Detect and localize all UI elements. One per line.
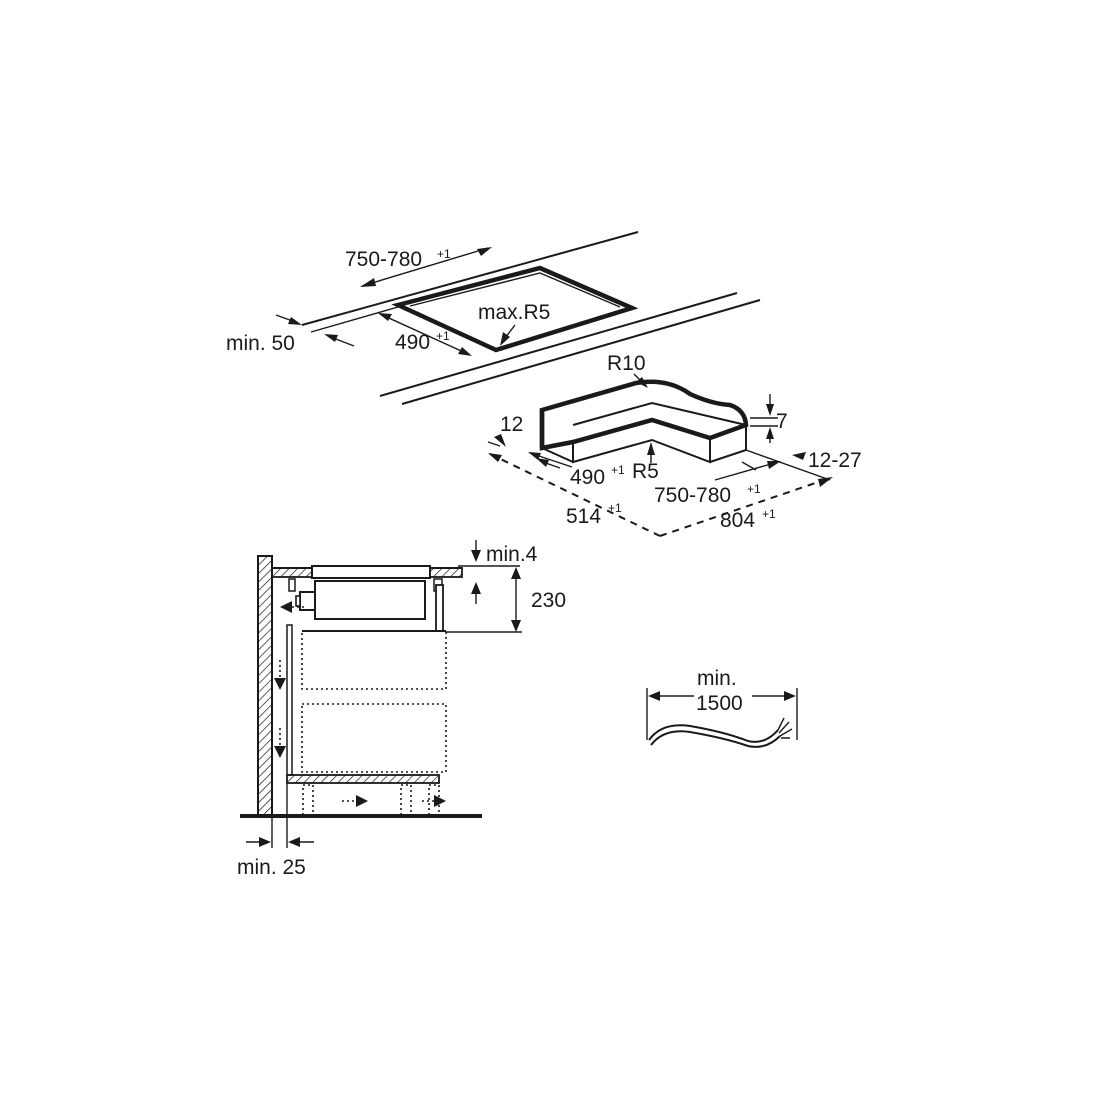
cutout-radius-arrow — [500, 332, 510, 346]
section-view: min.4 230 min. 25 — [237, 540, 566, 879]
frame-edge-arrow-line-1 — [487, 441, 501, 447]
frame-outer-width-arrow — [818, 477, 833, 487]
frame-edge-label: 12 — [500, 413, 523, 436]
gap-arrow-bottom — [471, 582, 481, 594]
frame-width-tolerance: +1 — [747, 482, 761, 496]
frame-width-ext — [741, 461, 757, 471]
edge-min-arrow-2 — [324, 334, 338, 342]
cable-dim-arrow-left — [648, 691, 660, 701]
wall-gap-arrow-left — [259, 837, 271, 847]
frame-outer-width-tolerance: +1 — [762, 507, 776, 521]
frame-outer-depth-label: 514 — [566, 505, 601, 528]
frame-depth-label: 490 — [570, 466, 605, 489]
frame-width-arrow — [767, 461, 781, 469]
gap-label: min.4 — [486, 543, 538, 566]
frame-width-label: 750-780 — [654, 484, 731, 507]
rear-bracket — [288, 578, 296, 592]
frame-inner-edge — [572, 401, 747, 426]
front-panel — [435, 584, 444, 632]
drawer-bottom — [301, 703, 447, 773]
frame-radius-inner-arrow — [647, 442, 655, 455]
cutout-outline — [391, 265, 639, 353]
height-arrow-top — [511, 567, 521, 579]
cutout-width-arrow-left — [360, 278, 376, 287]
gap-arrow-top — [471, 550, 481, 562]
cutout-depth-arrow-bottom — [458, 347, 472, 356]
frame-depth-tolerance: +1 — [611, 463, 625, 477]
leg-left — [302, 784, 314, 816]
frame-edge-arrow-2 — [536, 458, 549, 467]
wall — [257, 555, 273, 817]
frame-outer-width-dim — [659, 477, 831, 537]
frame-outer-depth-dim — [489, 453, 661, 537]
hob-glass — [311, 565, 431, 579]
cutout-view: 750-780 +1 max.R5 490 +1 min. 50 — [226, 231, 761, 405]
cutout-depth-arrow-top — [378, 313, 392, 321]
leg-mid — [400, 784, 412, 816]
frame-front-face — [572, 438, 711, 464]
cutout-width-label: 750-780 — [345, 248, 422, 271]
frame-view: R10 R5 12 7 12-27 490 +1 750-78 — [487, 352, 862, 537]
frame-outer-width-label: 804 — [720, 509, 755, 532]
airflow-arrows — [274, 601, 446, 807]
cable-min-label: min. — [697, 667, 737, 690]
worktop-front-edge-2 — [401, 299, 761, 405]
frame-edge-arrow-1 — [494, 434, 506, 447]
frame-radius-inner-label: R5 — [632, 460, 659, 483]
worktop-back-edge — [301, 231, 639, 326]
frame-radius-top-arrow — [636, 377, 648, 388]
cable — [648, 724, 779, 743]
cutout-width-tolerance: +1 — [437, 247, 451, 261]
wall-gap-arrow-right — [288, 837, 300, 847]
cable-lower — [650, 730, 781, 748]
cutout-radius-label: max.R5 — [478, 301, 550, 324]
frame-height-label: 7 — [776, 410, 788, 433]
frame-width-dim-line — [714, 461, 779, 481]
frame-top-outline — [539, 379, 749, 451]
back-panel — [286, 624, 293, 776]
frame-outer-depth-tolerance: +1 — [608, 501, 622, 515]
cutout-depth-dim-line — [379, 313, 471, 356]
frame-radius-top-label: R10 — [607, 352, 646, 375]
frame-range-label: 12-27 — [808, 449, 862, 472]
cutout-depth-tolerance: +1 — [436, 329, 450, 343]
frame-depth-arrow — [528, 452, 541, 460]
cutout-width-dim-line — [361, 247, 489, 287]
cutout-depth-label: 490 — [395, 331, 430, 354]
drawer-top — [301, 630, 447, 690]
cable-wires — [777, 717, 793, 739]
height-label: 230 — [531, 589, 566, 612]
frame-outer-depth-arrow — [488, 453, 502, 462]
cable-dim-arrow-right — [784, 691, 796, 701]
hob-body — [314, 580, 426, 620]
cable-length-label: 1500 — [696, 692, 743, 715]
cutout-inner-edge — [409, 272, 621, 308]
height-arrow-bottom — [511, 620, 521, 632]
frame-height-arrow-top — [766, 404, 774, 416]
hob-outlet-cap — [295, 595, 301, 607]
frame-range-ext — [745, 449, 831, 481]
base-shelf — [286, 774, 440, 784]
edge-min-arrow-1 — [288, 317, 302, 325]
frame-height-arrow-bottom — [766, 427, 774, 439]
cutout-width-arrow-right — [477, 247, 492, 256]
edge-min-label: min. 50 — [226, 332, 295, 355]
worktop-side-edge — [310, 306, 399, 333]
wall-gap-label: min. 25 — [237, 856, 306, 879]
worktop-front-edge-1 — [379, 292, 738, 397]
cable-view: min. 1500 — [646, 667, 798, 748]
frame-range-arrow — [792, 452, 806, 460]
frame-bottom — [541, 447, 574, 463]
